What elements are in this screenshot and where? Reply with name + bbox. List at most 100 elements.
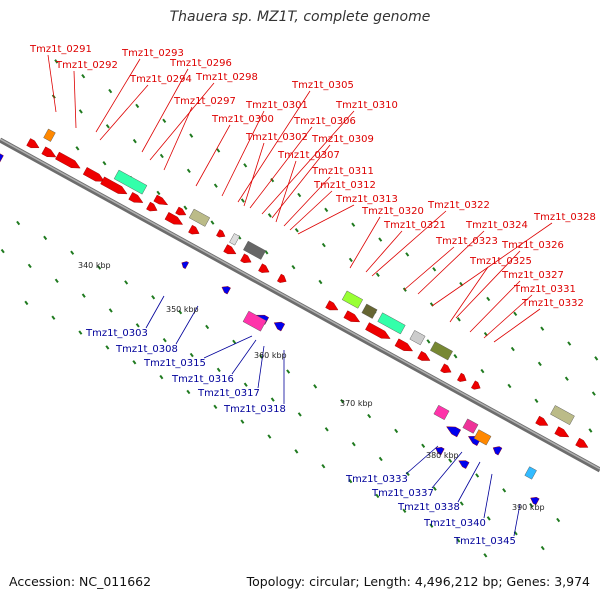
tick-dot — [186, 168, 191, 174]
tick-dot — [132, 138, 137, 144]
cds-arrow — [535, 415, 549, 426]
tick-dot — [529, 502, 534, 508]
cds-arrow — [188, 224, 200, 235]
feature-box — [409, 330, 426, 346]
cds-arrow — [164, 212, 184, 225]
tick-dot — [243, 382, 248, 387]
minus-cds — [0, 153, 4, 163]
leader-line — [175, 305, 199, 345]
gene-label-top: Tmz1t_0294 — [129, 74, 192, 85]
feature-box — [473, 429, 492, 446]
tick-dot — [205, 324, 210, 330]
leader-line — [73, 70, 77, 129]
tick-dot — [216, 148, 221, 153]
leader-line — [203, 335, 253, 359]
tick-dot — [243, 163, 248, 168]
cds-arrow — [457, 372, 467, 382]
gene-label-top: Tmz1t_0306 — [293, 116, 356, 127]
feature-box — [462, 418, 479, 434]
leader-line — [449, 266, 489, 323]
tick-dot — [75, 146, 80, 151]
leader-line — [261, 110, 355, 215]
leader-line — [417, 230, 485, 295]
minus-cds — [273, 321, 286, 332]
minus-cds — [221, 286, 231, 295]
tick-dot — [24, 300, 29, 306]
gene-label-top: Tmz1t_0291 — [29, 44, 92, 55]
gene-label-top: Tmz1t_0296 — [169, 58, 232, 69]
leader-line — [431, 222, 553, 307]
tick-dot — [378, 456, 383, 462]
tick-dot — [321, 464, 326, 469]
tick-dot — [162, 118, 167, 123]
leader-line — [371, 210, 447, 277]
feature-box — [430, 341, 453, 361]
tick-dot — [537, 361, 542, 367]
gene-label-top: Tmz1t_0297 — [173, 96, 236, 107]
gene-label-bottom: Tmz1t_0337 — [371, 488, 434, 499]
leader-line — [47, 54, 57, 113]
gene-label-top: Tmz1t_0328 — [533, 212, 596, 223]
gene-label-top: Tmz1t_0313 — [335, 194, 398, 205]
gene-label-top: Tmz1t_0292 — [55, 60, 118, 71]
leader-line — [163, 106, 193, 171]
gene-label-top: Tmz1t_0327 — [501, 270, 564, 281]
tick-dot — [151, 295, 156, 300]
tick-dot — [132, 360, 137, 365]
gene-label-bottom: Tmz1t_0317 — [197, 388, 260, 399]
tick-dot — [156, 190, 161, 196]
leader-line — [275, 160, 297, 223]
tick-dot — [43, 235, 48, 241]
cds-arrow — [41, 146, 57, 158]
leader-line — [405, 445, 439, 475]
tick-dot — [402, 508, 407, 513]
gene-label-top: Tmz1t_0323 — [435, 236, 498, 247]
tick-dot — [16, 220, 21, 226]
tick-dot — [54, 278, 59, 283]
tick-dot — [213, 183, 218, 188]
tick-dot — [294, 449, 299, 454]
genome-summary: Topology: circular; Length: 4,496,212 bp… — [246, 574, 590, 589]
tick-dot — [394, 428, 399, 434]
tick-dot — [291, 264, 296, 270]
tick-dot — [27, 263, 32, 269]
tick-dot — [588, 428, 593, 433]
leader-line — [455, 250, 521, 319]
feature-box — [341, 290, 364, 309]
backbone-highlight — [0, 138, 600, 470]
leader-line — [237, 90, 311, 203]
tick-dot — [367, 413, 372, 419]
feature-box — [243, 240, 266, 260]
scale-tick-label: 360 kbp — [254, 351, 287, 360]
gene-label-bottom: Tmz1t_0308 — [115, 344, 178, 355]
tick-dot — [270, 397, 275, 402]
gene-label-bottom: Tmz1t_0333 — [345, 474, 408, 485]
cds-arrow — [440, 363, 452, 373]
tick-dot — [210, 220, 215, 225]
feature-box — [242, 310, 267, 332]
leader-line — [431, 451, 463, 489]
tick-dot — [70, 250, 75, 255]
tick-dot — [189, 133, 194, 138]
gene-label-bottom: Tmz1t_0338 — [397, 502, 460, 513]
tick-dot — [270, 177, 275, 183]
leader-line — [283, 176, 331, 227]
tick-dot — [324, 427, 329, 432]
tick-dot — [421, 443, 426, 448]
scale-tick-label: 390 kbp — [512, 503, 545, 512]
gene-label-top: Tmz1t_0310 — [335, 100, 398, 111]
tick-dot — [432, 486, 437, 491]
gene-label-top: Tmz1t_0302 — [245, 132, 308, 143]
leader-line — [483, 473, 493, 519]
gene-label-bottom: Tmz1t_0318 — [223, 404, 286, 415]
gene-label-bottom: Tmz1t_0345 — [453, 536, 516, 547]
leader-line — [243, 142, 265, 207]
gene-label-top: Tmz1t_0322 — [427, 200, 490, 211]
leader-line — [297, 204, 355, 235]
leader-line — [195, 124, 231, 187]
scale-tick-label: 370 kbp — [340, 399, 373, 408]
feature-box — [43, 128, 56, 142]
leader-line — [145, 295, 165, 329]
tick-dot — [513, 311, 518, 317]
